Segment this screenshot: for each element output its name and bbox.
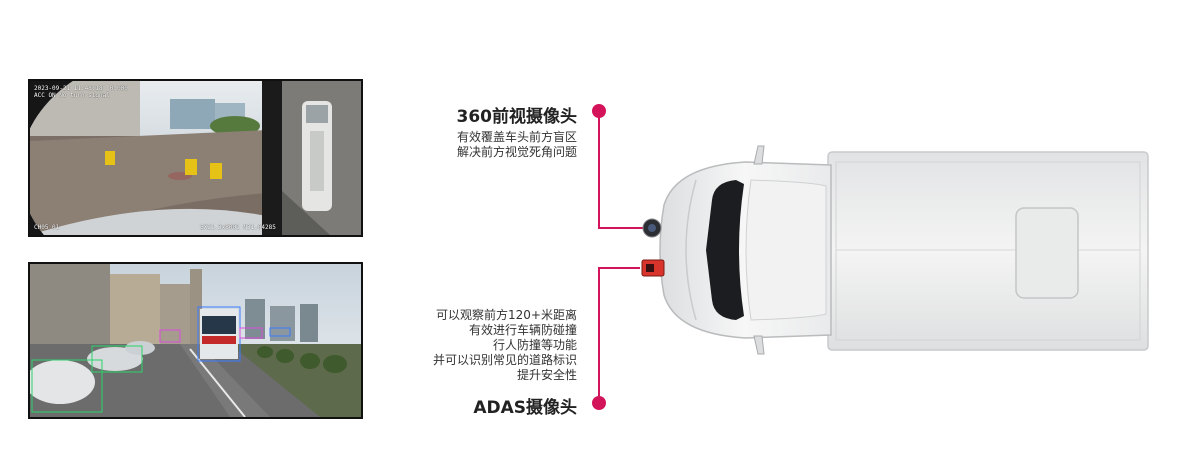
front-camera-desc-line: 有效覆盖车头前方盲区 [456, 130, 577, 144]
front-camera-leader-horizontal [598, 227, 644, 229]
front-camera-marker-dot [592, 104, 606, 118]
front-camera-desc-line: 解决前方视觉死角问题 [456, 145, 577, 159]
adas-camera-leader-vertical [598, 267, 600, 403]
adas-desc-line: 有效进行车辆防碰撞 [468, 323, 577, 337]
adas-camera-description: 可以观察前方120+米距离 有效进行车辆防碰撞 行人防撞等功能 并可以识别常见的… [433, 308, 577, 383]
mirror-top [753, 145, 765, 165]
adas-desc-line: 行人防撞等功能 [492, 338, 577, 352]
adas-desc-line: 可以观察前方120+米距离 [436, 308, 577, 322]
windshield [706, 180, 744, 320]
osd-gps: EX21.3x8001 N31.04285 [200, 224, 276, 231]
front-camera-leader-vertical [598, 111, 600, 229]
adas-camera-leader-horizontal [598, 267, 640, 269]
front-camera-description: 有效覆盖车头前方盲区 解决前方视觉死角问题 [457, 130, 577, 160]
adas-desc-line: 提升安全性 [516, 368, 577, 382]
adas-camera-title: ADAS摄像头 [473, 398, 577, 418]
adas-desc-line: 并可以识别常见的道路标识 [432, 353, 577, 367]
adas-street-image [30, 264, 361, 417]
roof-hatch [1015, 207, 1079, 299]
osd-timestamp: 2023-09-21 11:48:18 0.000 ACC ON No turn… [34, 85, 128, 99]
surround-view-image [30, 81, 361, 235]
truck-top-view [641, 145, 1149, 355]
adas-screenshot [28, 262, 363, 419]
front-camera-title: 360前视摄像头 [456, 107, 578, 127]
adas-camera-marker-dot [592, 396, 606, 410]
cargo-box [827, 151, 1149, 351]
osd-channel: CH05 01 [34, 224, 60, 231]
mirror-bottom [753, 335, 765, 355]
surround-view-screenshot: 2023-09-21 11:48:18 0.000 ACC ON No turn… [28, 79, 363, 237]
